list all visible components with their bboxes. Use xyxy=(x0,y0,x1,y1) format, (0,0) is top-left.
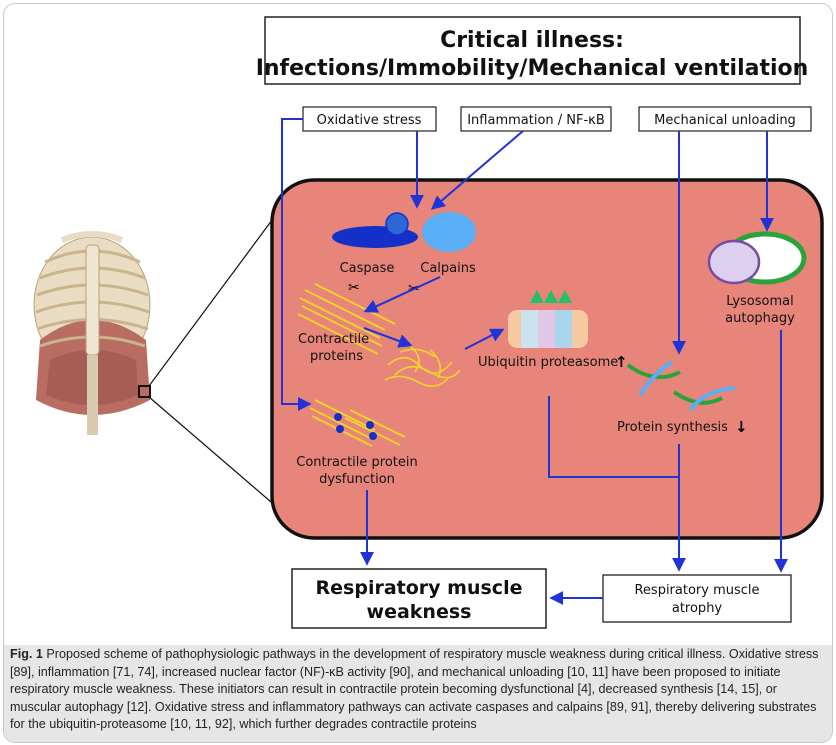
inflammation-label: Inflammation / NF-κB xyxy=(467,113,605,128)
caption-label: Fig. 1 xyxy=(10,647,43,661)
arrow-contractile-to-fragments xyxy=(363,327,413,348)
lysosomal-label-line2: autophagy xyxy=(725,311,795,326)
weakness-label-line2: weakness xyxy=(367,601,472,623)
caption-background xyxy=(4,645,832,742)
arrow-inflammation-to-calpains xyxy=(430,130,524,210)
muscle-cell xyxy=(270,178,824,540)
protein-synthesis-label: Protein synthesis xyxy=(617,420,728,435)
weakness-box xyxy=(291,568,547,629)
pathway-arrows xyxy=(281,118,788,605)
dysfunctional-fibers xyxy=(309,399,406,447)
mechanical-unloading-label: Mechanical unloading xyxy=(654,113,796,128)
oxidative-stress-box xyxy=(302,106,437,132)
title-line2: Infections/Immobility/Mechanical ventila… xyxy=(256,56,809,81)
zoom-line-bottom xyxy=(148,396,279,509)
lysosome-vesicle xyxy=(707,239,761,285)
zoom-line-top xyxy=(148,211,279,387)
arrow-oxidative-to-dysfunction xyxy=(281,118,312,411)
lysosomal-label-line1: Lysosomal xyxy=(726,294,793,309)
protein-synthesis-strands xyxy=(626,360,736,412)
figure-caption: Fig. 1 Proposed scheme of pathophysiolog… xyxy=(10,646,822,734)
arrow-up-icon: ↑ xyxy=(615,353,628,371)
calpains-label: Calpains xyxy=(420,261,476,276)
title-line1: Critical illness: xyxy=(440,28,624,53)
atrophy-label-line1: Respiratory muscle xyxy=(634,583,759,598)
oxidative-stress-label: Oxidative stress xyxy=(317,113,422,128)
atrophy-box xyxy=(602,574,792,623)
contractile-proteins-line1: Contractile xyxy=(298,332,369,347)
inflammation-box xyxy=(460,106,612,132)
arrow-down-icon: ↓ xyxy=(735,418,748,436)
title-box xyxy=(264,16,801,85)
arrow-proteasome-to-atrophy xyxy=(548,396,679,478)
calpain-shape xyxy=(422,212,476,252)
mechanical-unloading-box xyxy=(638,106,812,132)
dysfunction-label-line1: Contractile protein xyxy=(296,455,418,470)
dysfunction-label-line2: dysfunction xyxy=(319,472,395,487)
caption-text: Proposed scheme of pathophysiologic path… xyxy=(10,647,819,731)
scissors-icon: ✂ xyxy=(348,280,360,296)
atrophy-label-line2: atrophy xyxy=(672,601,723,616)
contractile-fibers xyxy=(297,283,396,355)
arrow-fragments-to-proteasome xyxy=(464,328,505,350)
ribcage-illustration xyxy=(33,231,151,435)
caspase-label: Caspase xyxy=(340,261,395,276)
arrow-calpains-to-contractile xyxy=(363,276,441,313)
weakness-label-line1: Respiratory muscle xyxy=(316,577,523,599)
caspase-head xyxy=(385,212,409,236)
degraded-fragments xyxy=(384,345,461,387)
contractile-proteins-line2: proteins xyxy=(310,349,363,364)
ubiquitin-proteasome-label: Ubiquitin proteasome xyxy=(478,355,618,370)
proteasome-shape xyxy=(508,290,588,348)
